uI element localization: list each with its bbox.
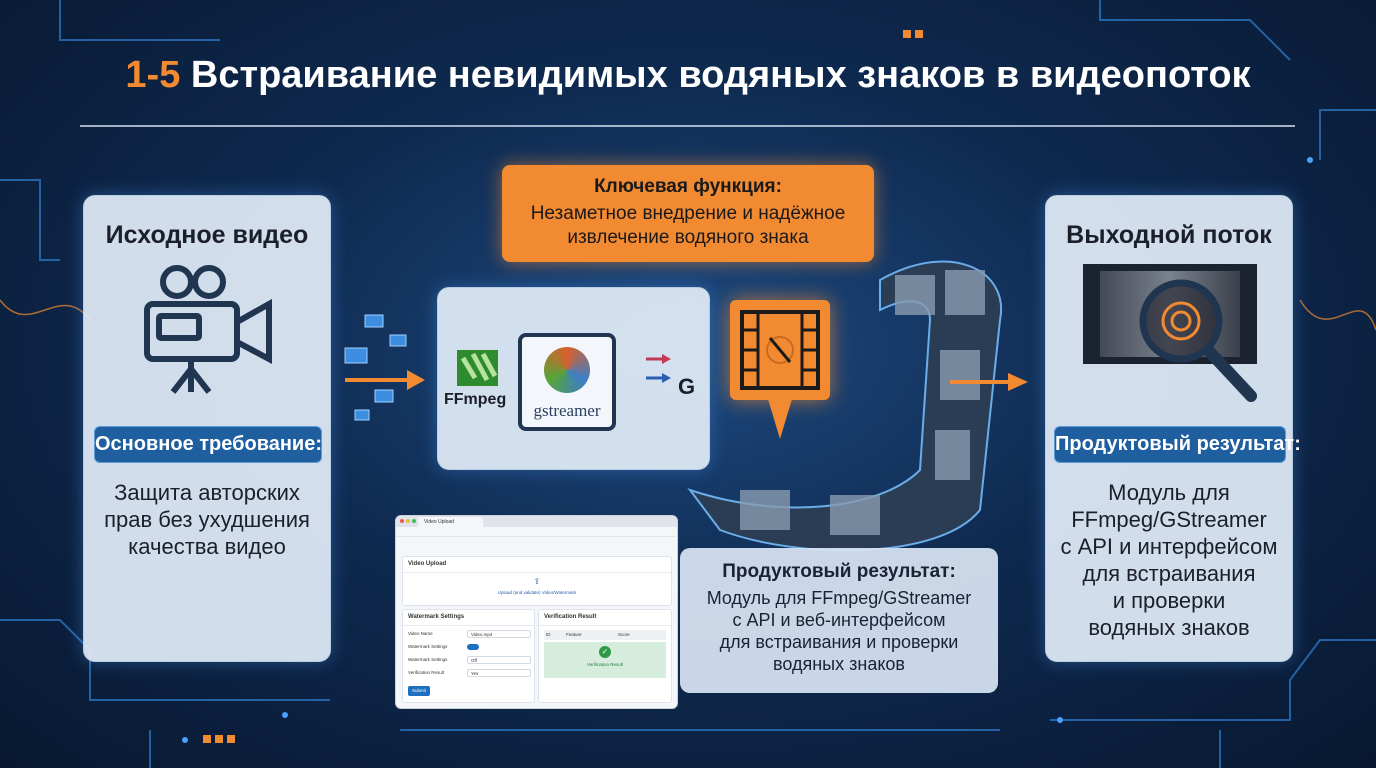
text-line: Модуль для FFmpeg/GStreamer: [706, 588, 972, 608]
text-line: прав без ухудшения: [104, 507, 310, 532]
text-line: водяных знаков: [773, 654, 905, 674]
panel-title: Watermark Settings: [403, 610, 534, 626]
output-result-text: Модуль для FFmpeg/GStreamer с API и инте…: [1046, 479, 1292, 641]
browser-tab[interactable]: Video Upload: [418, 517, 483, 527]
requirement-text: Защита авторских прав без ухудшения каче…: [84, 479, 330, 560]
upload-hint[interactable]: Upload (and validate) Video/Watermark: [497, 590, 577, 595]
panel-title: Verification Result: [539, 610, 671, 626]
watermark-settings-panel: Watermark Settings Video Name Video.mp4 …: [402, 609, 535, 703]
key-function-callout: Ключевая функция: Незаметное внедрение и…: [502, 165, 874, 262]
column-header: Feature: [566, 632, 582, 637]
g-logo: G: [678, 374, 696, 399]
browser-tab-bar: Video Upload: [396, 516, 677, 527]
submit-button[interactable]: Submit: [408, 686, 431, 696]
card-title: Исходное видео: [105, 221, 309, 249]
requirement-badge: Основное требование:: [94, 426, 322, 463]
title-text: Встраивание невидимых водяных знаков в в…: [190, 54, 1251, 96]
fingerprint-magnifier-icon: [1139, 279, 1257, 402]
ffmpeg-logo-icon: [457, 350, 498, 386]
product-result-box: Продуктовый результат: Модуль для FFmpeg…: [680, 548, 998, 693]
watermark-frame-box: [730, 300, 830, 400]
column-header: ID: [546, 632, 551, 637]
arrow-right-icon: [950, 373, 1028, 391]
field-label: Verification Result: [408, 670, 445, 675]
card-title: Выходной поток: [1066, 221, 1272, 249]
chip-icon: gstreamer: [518, 333, 616, 431]
result-heading: Продуктовый результат:: [722, 561, 956, 582]
output-stream-card: Выходной поток Продуктовый результат: Мо…: [1045, 195, 1301, 662]
upload-panel: Video Upload ⇪ Upload (and validate) Vid…: [402, 556, 672, 606]
verification-status: ✓ Verification Result: [544, 642, 666, 678]
title-divider: [80, 125, 1295, 127]
data-envelopes-icon: [344, 314, 425, 421]
callout-line: Незаметное внедрение и надёжное: [530, 203, 846, 224]
arrows-icon: [646, 354, 671, 383]
callout-heading: Ключевая функция:: [594, 176, 782, 197]
settings-input[interactable]: Off: [467, 656, 531, 664]
text-line: с API и веб-интерфейсом: [732, 610, 946, 630]
upload-icon[interactable]: ⇪: [533, 577, 541, 586]
title-number: 1-5: [125, 54, 181, 96]
callout-line: извлечение водяного знака: [567, 227, 809, 248]
text-line: для встраивания: [1082, 561, 1256, 586]
ffmpeg-label: FFmpeg: [444, 391, 507, 408]
column-header: Score: [618, 632, 630, 637]
result-input[interactable]: Yes: [467, 669, 531, 677]
source-video-card: Исходное видео Основное требование: Защи…: [83, 195, 331, 662]
text-line: Модуль для: [1108, 480, 1230, 505]
film-fingerprint-icon: [740, 310, 820, 390]
field-label: Watermark Settings: [408, 657, 448, 662]
text-line: FFmpeg/GStreamer: [1071, 507, 1267, 532]
panel-title: Video Upload: [403, 557, 671, 573]
text-line: для встраивания и проверки: [719, 632, 959, 652]
text-line: водяных знаков: [1088, 615, 1250, 640]
address-bar[interactable]: [396, 527, 677, 537]
field-label: Video Name: [408, 631, 433, 636]
text-line: с API и интерфейсом: [1060, 534, 1278, 559]
table-header: ID Feature Score: [544, 630, 666, 640]
result-badge: Продуктовый результат:: [1054, 426, 1301, 463]
gstreamer-logo-icon: [544, 347, 590, 393]
film-strip-image: [687, 260, 1003, 552]
text-line: Защита авторских: [114, 480, 300, 505]
status-text: Verification Result: [586, 662, 624, 667]
verification-panel: Verification Result ID Feature Score ✓ V…: [538, 609, 672, 703]
text-line: и проверки: [1112, 588, 1226, 613]
gstreamer-label: gstreamer: [533, 401, 601, 420]
field-label: Watermark Settings: [408, 644, 448, 649]
tools-card: FFmpeg gstreamer G: [437, 287, 710, 470]
video-camera-icon: [144, 265, 272, 394]
callout-pointer: [768, 399, 792, 439]
watermark-toggle[interactable]: [467, 644, 479, 650]
video-name-select[interactable]: Video.mp4: [467, 630, 531, 638]
check-icon: ✓: [599, 646, 611, 658]
page-title: 1-5 Встраивание невидимых водяных знаков…: [0, 52, 1376, 98]
text-line: качества видео: [128, 534, 286, 559]
web-interface-screenshot: Video Upload Video Upload ⇪ Upload (and …: [395, 515, 678, 709]
